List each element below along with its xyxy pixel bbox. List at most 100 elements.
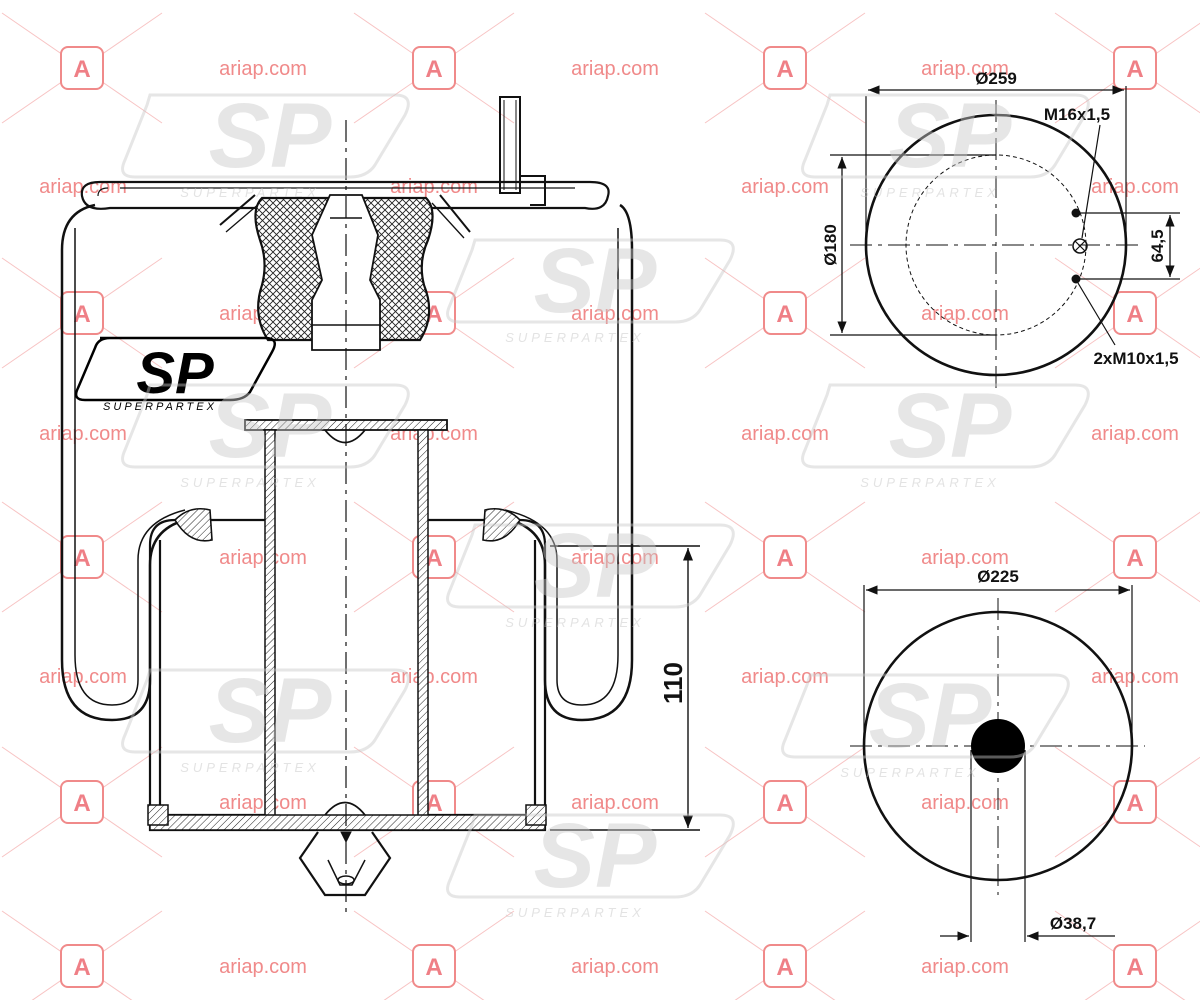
sp-watermark-mark: SP [889, 85, 1012, 187]
watermark-site-text: ariap.com [921, 58, 1009, 80]
sp-watermark-mark: SP [209, 375, 332, 477]
watermark-badge-letter: A [776, 954, 793, 981]
sp-watermark-subtitle: SUPERPARTEX [505, 330, 645, 345]
watermark-site-text: ariap.com [741, 666, 829, 688]
watermark-badge: A [763, 535, 807, 579]
watermark-site-text: ariap.com [921, 547, 1009, 569]
top-plate-view [830, 85, 1180, 390]
watermark-site-text: ariap.com [219, 792, 307, 814]
stud-thread-label: M16x1,5 [1044, 105, 1110, 124]
watermark-site-text: ariap.com [1091, 176, 1179, 198]
sp-watermark-subtitle: SUPERPARTEX [180, 475, 320, 490]
watermark-badge-letter: A [1126, 56, 1143, 83]
sp-watermark-mark: SP [534, 230, 657, 332]
sp-watermark-subtitle: SUPERPARTEX [860, 185, 1000, 200]
watermark-site-text: ariap.com [571, 547, 659, 569]
watermark-badge: A [1113, 291, 1157, 335]
watermark-badge-letter: A [73, 790, 90, 817]
watermark-badge-letter: A [425, 56, 442, 83]
sp-watermark-subtitle: SUPERPARTEX [180, 760, 320, 775]
sp-watermark-mark: SP [534, 515, 657, 617]
piston-diameter-label: Ø225 [977, 567, 1019, 586]
watermark-badge-letter: A [1126, 790, 1143, 817]
watermark-site-text: ariap.com [571, 58, 659, 80]
top-plate [80, 180, 610, 210]
air-spring-section [60, 96, 634, 915]
watermark-site-text: ariap.com [219, 58, 307, 80]
sp-watermark-mark: SP [869, 665, 992, 767]
watermark-badge-letter: A [776, 545, 793, 572]
watermark-badge-letter: A [1126, 545, 1143, 572]
watermark-site-text: ariap.com [571, 956, 659, 978]
height-dimension-label: 110 [658, 662, 688, 704]
sp-logo-mark: SP [136, 341, 214, 406]
watermark-badge: A [1113, 46, 1157, 90]
watermark-badge: A [412, 944, 456, 988]
watermark-badge-letter: A [425, 790, 442, 817]
bottom-mounting-bolt [298, 831, 392, 897]
watermark-site-text: ariap.com [571, 792, 659, 814]
watermark-badge-letter: A [73, 954, 90, 981]
watermark-badge-letter: A [73, 301, 90, 328]
watermark-badge: A [60, 780, 104, 824]
sp-watermark-subtitle: SUPERPARTEX [840, 765, 980, 780]
watermark-badge: A [60, 291, 104, 335]
stud-hole [1072, 238, 1088, 254]
sp-watermark-subtitle: SUPERPARTEX [180, 185, 320, 200]
watermark-site-text: ariap.com [921, 303, 1009, 325]
watermark-badge-letter: A [73, 545, 90, 572]
watermark-site-text: ariap.com [390, 666, 478, 688]
watermark-badge-letter: A [776, 301, 793, 328]
sp-logo-subtitle: SUPERPARTEX [103, 401, 217, 413]
watermark-site-text: ariap.com [39, 666, 127, 688]
watermark-site-text: ariap.com [921, 792, 1009, 814]
bellows-outline [60, 203, 186, 722]
watermark-badge: A [412, 46, 456, 90]
watermark-site-text: ariap.com [1091, 423, 1179, 445]
bolt-threads-label: 2xM10x1,5 [1093, 349, 1178, 368]
center-hole-label: Ø38,7 [1050, 914, 1096, 933]
top-plate-diameter-label: Ø259 [975, 69, 1017, 88]
watermark-badge: A [60, 535, 104, 579]
bolt-circle-label: Ø180 [821, 224, 840, 266]
sp-watermark-subtitle: SUPERPARTEX [505, 905, 645, 920]
watermark-site-text: ariap.com [1091, 666, 1179, 688]
watermark-site-text: ariap.com [219, 547, 307, 569]
sp-watermark-subtitle: SUPERPARTEX [860, 475, 1000, 490]
watermark-badge: A [763, 46, 807, 90]
watermark-badge-letter: A [1126, 301, 1143, 328]
sp-watermark-mark: SP [209, 660, 332, 762]
watermark-badge-letter: A [73, 56, 90, 83]
watermark-site-text: ariap.com [741, 423, 829, 445]
watermark-badge-letter: A [425, 545, 442, 572]
watermark-badge-letter: A [776, 790, 793, 817]
watermark-badge: A [60, 46, 104, 90]
bolt-hole-upper [1071, 208, 1081, 218]
watermark-site-text: ariap.com [219, 956, 307, 978]
watermark-badge: A [763, 944, 807, 988]
sp-logo: SP SUPERPARTEX [74, 336, 277, 413]
watermark-badge: A [763, 780, 807, 824]
watermark-site-text: ariap.com [741, 176, 829, 198]
piston-bottom-view [850, 585, 1145, 942]
air-fitting-stud [499, 96, 521, 194]
sp-watermark-mark: SP [534, 805, 657, 907]
watermark-site-text: ariap.com [571, 303, 659, 325]
watermark-badge-letter: A [1126, 954, 1143, 981]
watermark-badge-letter: A [776, 56, 793, 83]
height-dimension [550, 545, 700, 831]
watermark-badge-letter: A [425, 954, 442, 981]
sp-watermark-mark: SP [889, 375, 1012, 477]
sp-watermark-mark: SP [209, 85, 332, 187]
watermark-badge: A [1113, 535, 1157, 579]
